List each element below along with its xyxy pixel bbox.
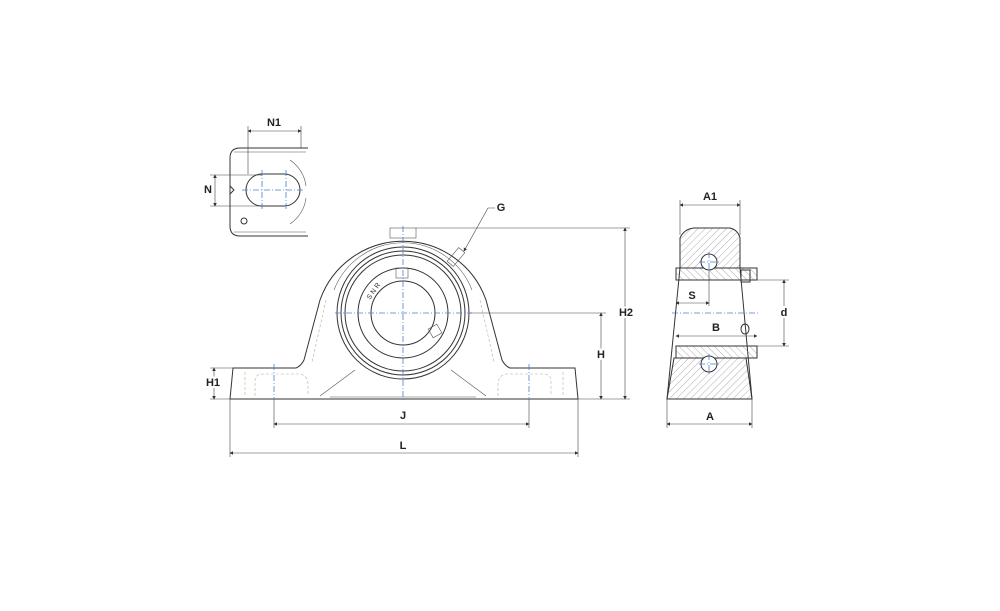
housing-outline (229, 240, 579, 400)
slot-detail-view: N1 N (204, 117, 308, 237)
dim-label-l: L (400, 440, 407, 452)
dim-label-h2: H2 (619, 307, 633, 319)
dim-label-a1: A1 (703, 191, 717, 203)
front-view: S N R G H2 H H1 J L (204, 202, 635, 457)
dim-label-n1: N1 (267, 117, 281, 129)
side-section-view: A1 S B d A (666, 191, 789, 428)
inner-ring-section-bottom (675, 345, 758, 359)
dim-label-g: G (497, 202, 506, 214)
dim-label-d: d (781, 307, 788, 319)
dim-label-h: H (597, 349, 605, 361)
foot-outline (229, 147, 308, 237)
dim-label-s: S (688, 290, 695, 302)
inner-ring-section-top (675, 267, 758, 281)
dim-label-n: N (204, 184, 212, 196)
set-screw (740, 269, 751, 283)
dim-label-j: J (400, 410, 406, 422)
dim-label-b: B (712, 322, 720, 334)
housing-section-top (679, 227, 741, 269)
dim-label-a: A (706, 411, 714, 423)
hole (240, 217, 248, 225)
dim-label-h1: H1 (206, 377, 220, 389)
